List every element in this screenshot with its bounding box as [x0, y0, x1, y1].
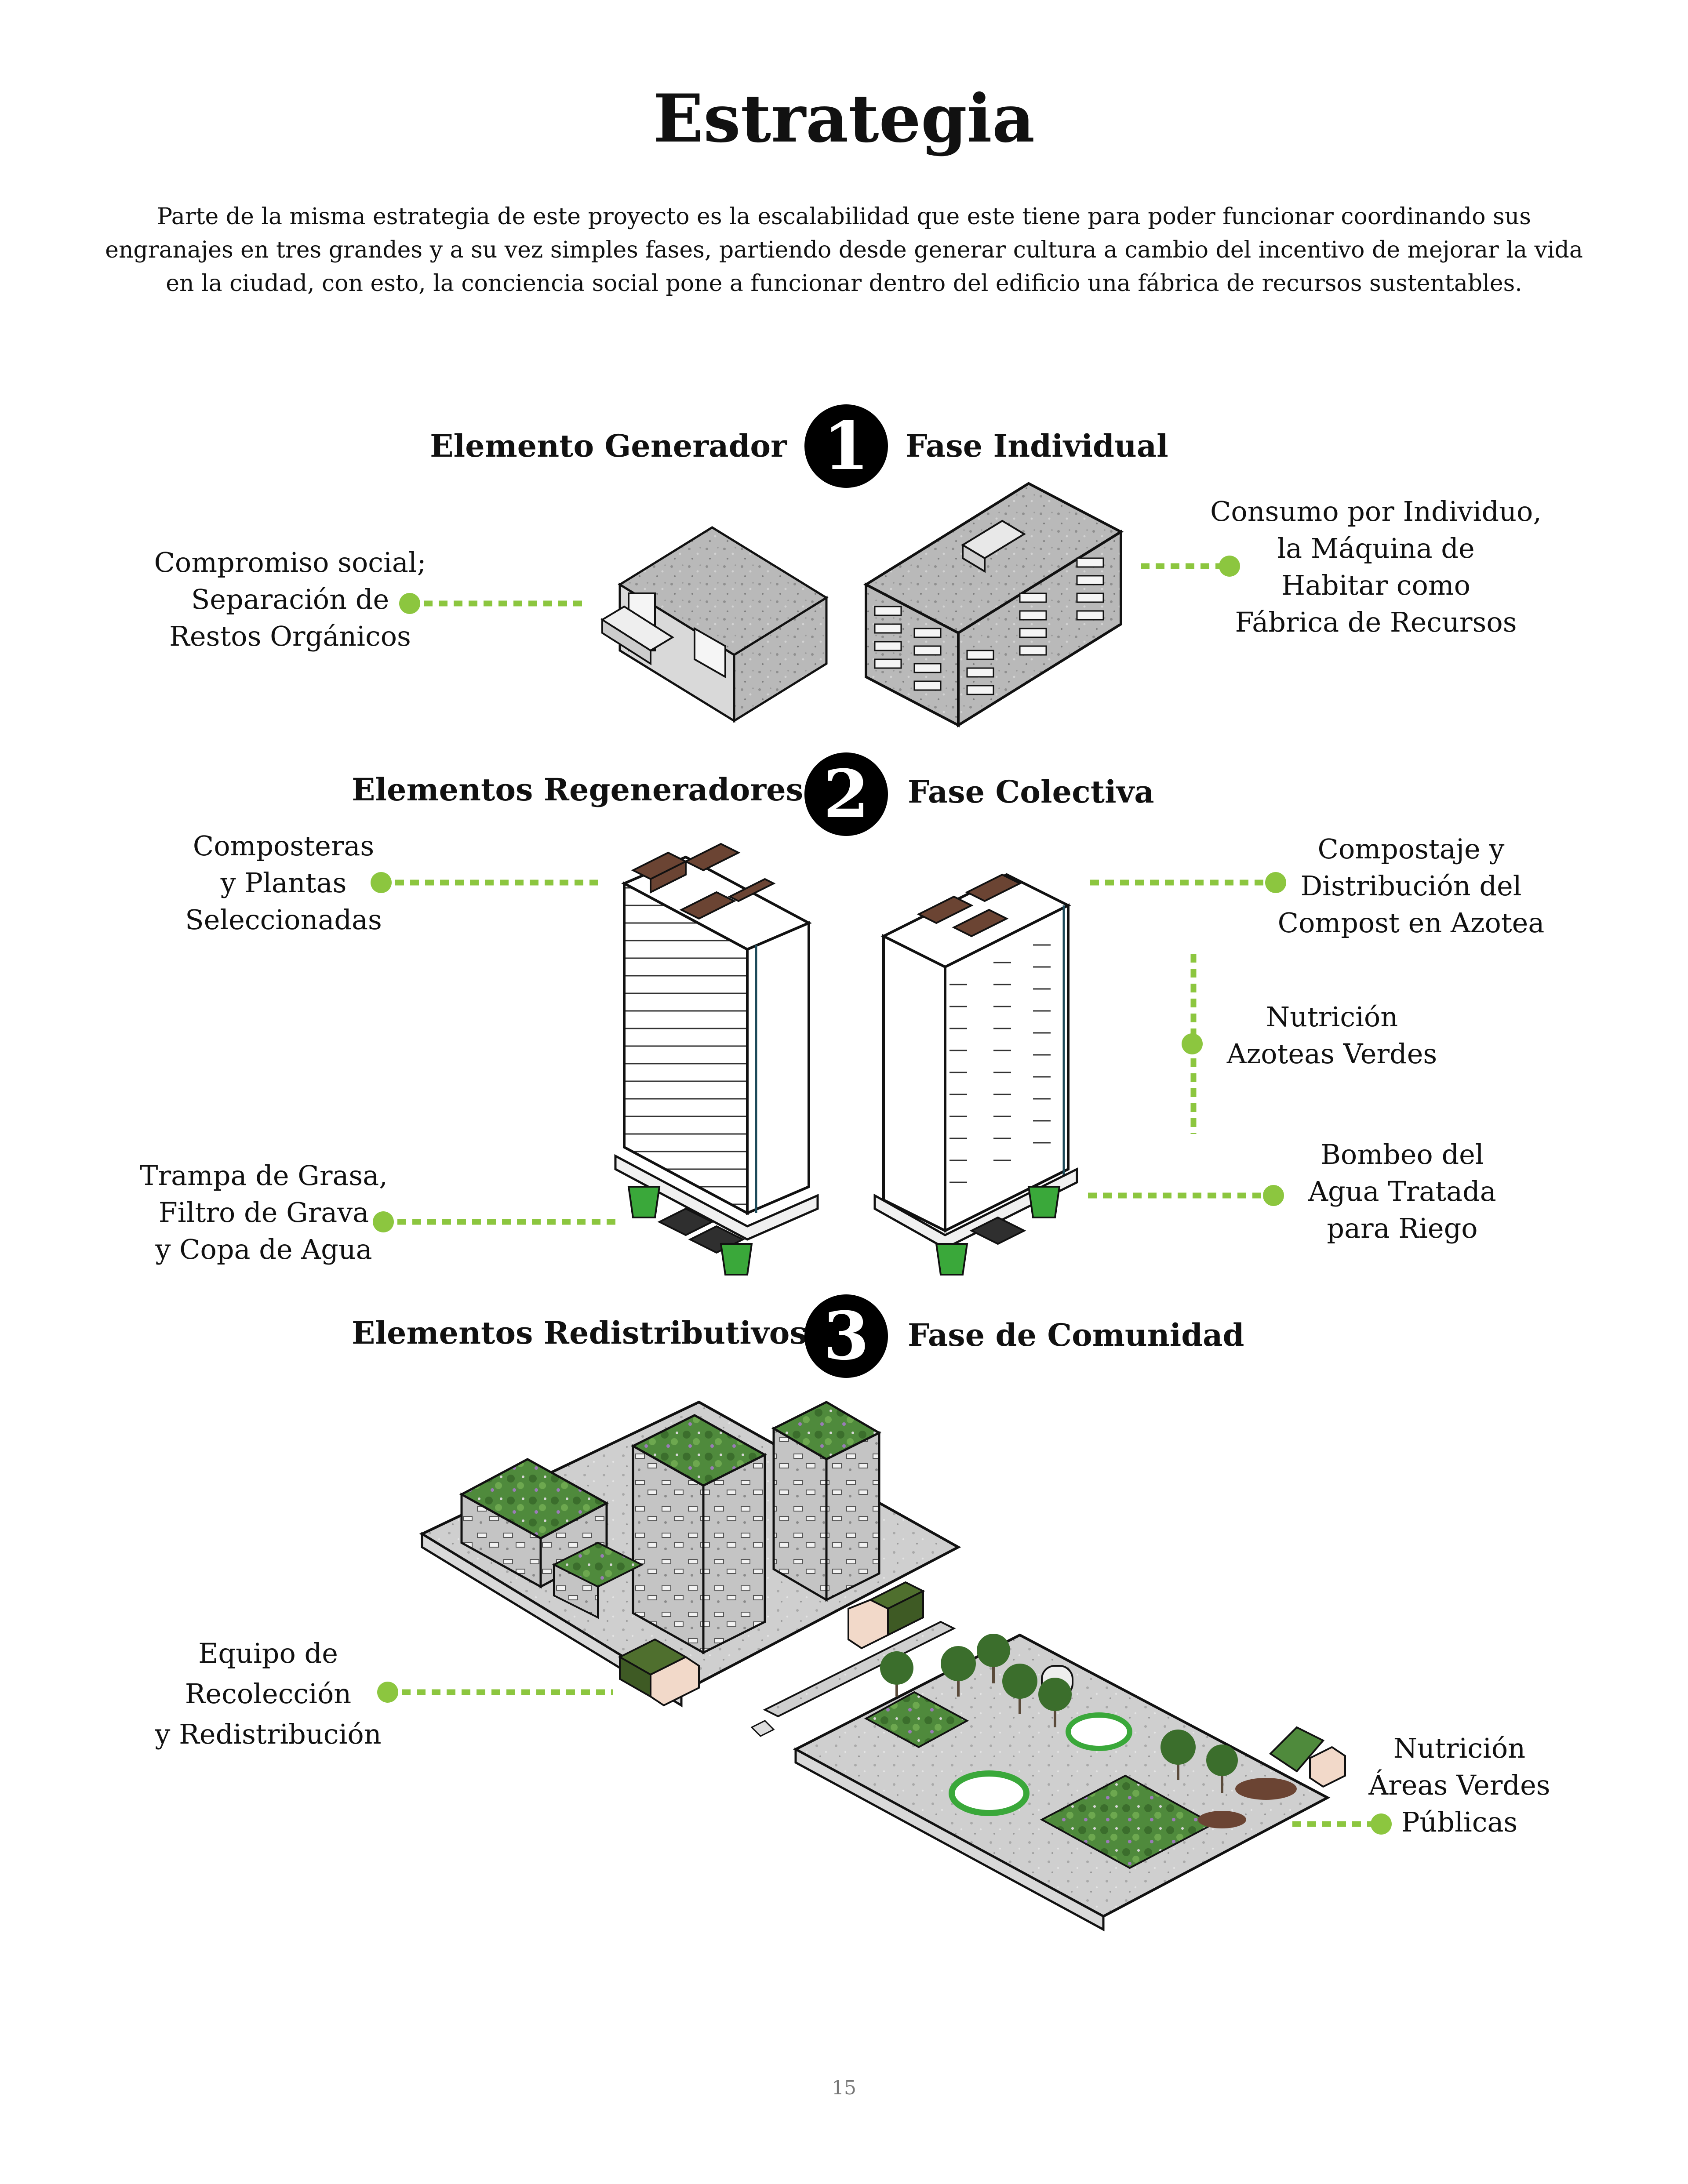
urban-block-illustration [419, 1400, 961, 1708]
street-strip [750, 1621, 956, 1737]
leader-dots [371, 556, 1392, 1835]
label-nutricion-areas-verdes: Nutrición Áreas Verdes Públicas [1368, 1732, 1550, 1838]
phase-2-phase-heading: Fase Colectiva [908, 774, 1154, 810]
label-compromiso-social: Compromiso social; Separación de Restos … [154, 546, 426, 652]
phase-3-element-heading: Elementos Redistributivos [352, 1315, 807, 1351]
phase-1-number-badge: 1 [804, 404, 888, 488]
phase-3-number-badge: 3 [804, 1294, 888, 1378]
public-park-illustration [793, 1633, 1346, 1932]
label-composteras: Composteras y Plantas Seleccionadas [185, 830, 382, 936]
tower-right-illustration [873, 873, 1078, 1276]
label-bombeo: Bombeo del Agua Tratada para Riego [1308, 1138, 1496, 1244]
phase-1-element-heading: Elemento Generador [430, 428, 787, 464]
page-number: 15 [832, 2077, 856, 2099]
label-equipo-recoleccion: Equipo de Recolección y Redistribución [155, 1637, 382, 1750]
intro-paragraph: Parte de la misma estrategia de este pro… [105, 204, 1583, 297]
dump-truck [1198, 1726, 1346, 1828]
small-house-illustration [600, 526, 829, 723]
phase-3-phase-heading: Fase de Comunidad [908, 1317, 1244, 1353]
collection-truck-left [618, 1638, 700, 1707]
label-trampa-de-grasa: Trampa de Grasa, Filtro de Grava y Copa … [140, 1159, 388, 1265]
apartment-block-illustration [863, 482, 1124, 728]
phase-2-element-heading: Elementos Regeneradores [352, 771, 804, 808]
label-consumo-por-individuo: Consumo por Individuo, la Máquina de Hab… [1210, 495, 1542, 638]
label-nutricion-azoteas: Nutrición Azoteas Verdes [1226, 1001, 1437, 1070]
phase-1-phase-heading: Fase Individual [906, 428, 1168, 464]
page-title: Estrategia [653, 80, 1035, 157]
label-compostaje: Compostaje y Distribución del Compost en… [1277, 833, 1545, 939]
phase-2-number-badge: 2 [804, 752, 888, 836]
tower-left-illustration [614, 843, 819, 1276]
collection-truck-right [848, 1581, 925, 1650]
